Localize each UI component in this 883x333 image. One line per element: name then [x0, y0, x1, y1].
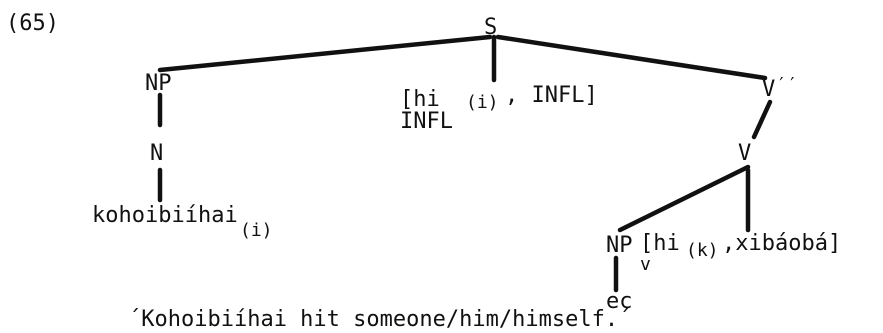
node-v-double-bar: V — [762, 77, 775, 102]
branch-s-vbar — [495, 34, 768, 81]
branch-s-np — [157, 34, 493, 73]
node-infl-label: INFL — [400, 109, 453, 134]
node-infl-bracket: [hi — [400, 87, 440, 112]
subject-word: kohoibiíhai — [92, 203, 238, 228]
verb-bracket-open: [hi — [640, 231, 680, 256]
node-v: V — [738, 141, 751, 166]
branch-v-np — [617, 164, 751, 233]
gloss: ´Kohoibiíhai hit someone/him/himself.´ — [128, 307, 631, 328]
subject-index: (i) — [240, 220, 273, 241]
node-v-primes: ′′ — [776, 74, 798, 95]
empty-category: ec — [606, 289, 633, 314]
branch-vbar-v — [751, 99, 773, 140]
node-infl-rest: , INFL] — [505, 83, 598, 108]
node-infl-index: (i) — [466, 92, 499, 113]
node-np-object: NP — [606, 233, 633, 258]
node-np-subject: NP — [145, 71, 172, 96]
verb-index: (k) — [686, 240, 719, 261]
node-s: S — [484, 15, 497, 40]
example-number: (65) — [6, 11, 59, 36]
verb-bracket-rest: ,xibáobá] — [722, 231, 841, 256]
node-n: N — [150, 141, 163, 166]
verb-label: v — [640, 254, 651, 275]
